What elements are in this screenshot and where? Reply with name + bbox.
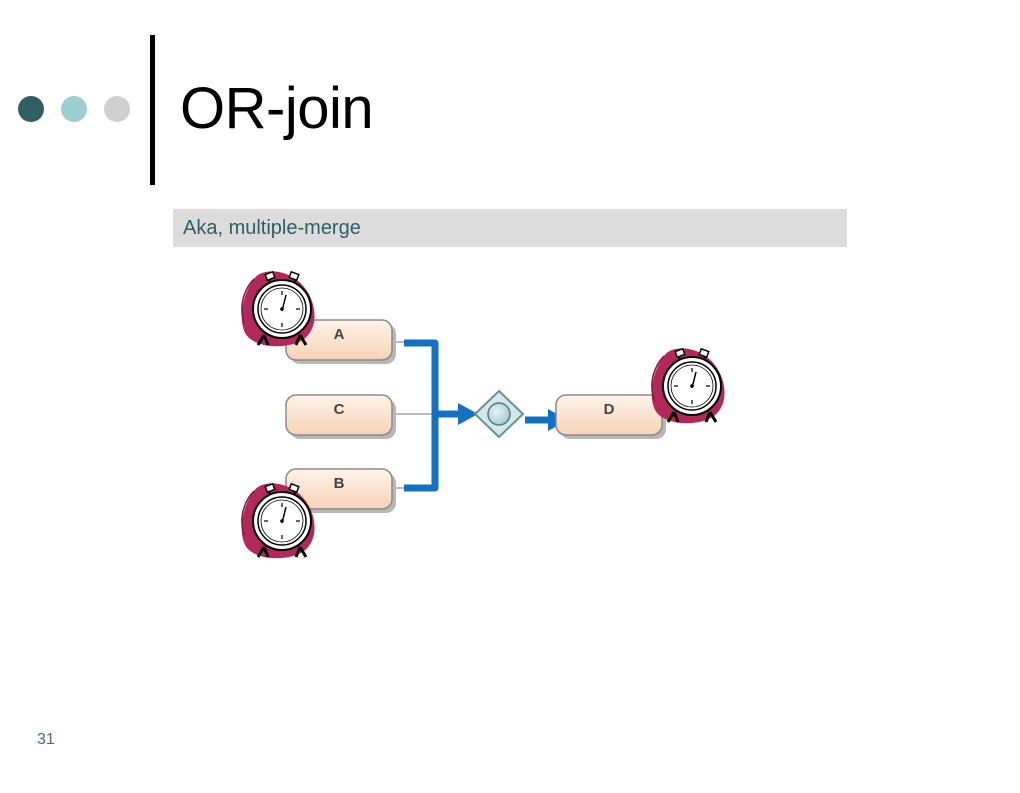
task-d-label: D xyxy=(604,401,615,418)
subtitle-text: Aka, multiple-merge xyxy=(183,217,361,239)
timer-a-icon xyxy=(240,269,317,348)
task-d: D xyxy=(555,394,666,439)
dot-2 xyxy=(61,96,87,122)
timer-d-icon xyxy=(650,346,727,425)
or-join-gateway xyxy=(473,389,525,439)
dot-1 xyxy=(18,96,44,122)
page-number: 31 xyxy=(37,731,55,748)
merge-flow xyxy=(404,339,478,492)
task-b-label: B xyxy=(334,475,345,492)
task-a: A xyxy=(285,319,396,364)
decorative-dots xyxy=(18,96,133,124)
slide-title: OR-join xyxy=(180,76,374,141)
dot-3 xyxy=(104,96,130,122)
task-c-label: C xyxy=(334,401,345,418)
task-b: B xyxy=(285,468,396,513)
title-divider xyxy=(150,35,155,185)
task-c: C xyxy=(285,394,396,439)
task-a-label: A xyxy=(334,326,345,343)
subtitle-bar: Aka, multiple-merge xyxy=(173,209,847,247)
